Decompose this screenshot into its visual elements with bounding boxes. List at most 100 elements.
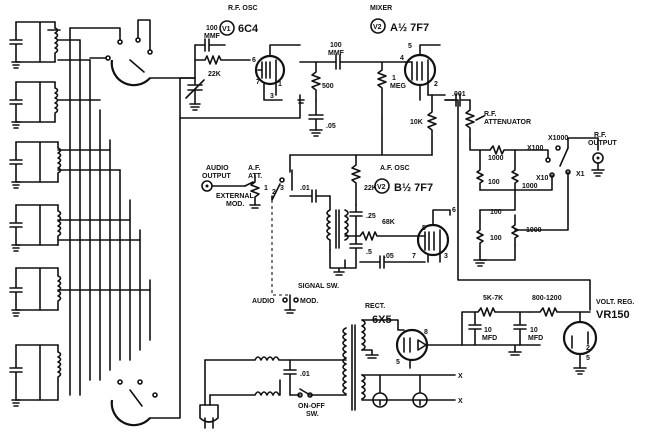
v2a-tag: V2	[373, 24, 382, 31]
rect-pin-5: 5	[396, 359, 400, 366]
v2a-pin-4: 4	[400, 55, 404, 62]
vr-pin-5: 5	[586, 355, 590, 362]
coil-section-6	[9, 344, 62, 407]
af-att-label-1: A.F.	[248, 165, 261, 172]
c100-1-label: 100	[206, 25, 218, 32]
v2b-tag-circle	[374, 178, 390, 194]
audio-pos-label: AUDIO	[252, 298, 275, 305]
band-switch-bottom[interactable]	[110, 117, 181, 427]
v2b-pin-3: 3	[444, 253, 448, 260]
coil-section-5	[9, 267, 62, 317]
r10k-label: 10K	[410, 119, 423, 126]
r500-label: 500	[322, 83, 334, 90]
band-switch-top[interactable]	[69, 19, 196, 87]
v2a-pin-2: 2	[434, 81, 438, 88]
vr-type: VR150	[596, 309, 630, 321]
rf-att-label-2: ATTENUATOR	[484, 119, 531, 126]
r22k-2-label: 22K	[364, 185, 377, 192]
c05-2-label: .05	[384, 253, 394, 260]
signal-sw-label: SIGNAL SW.	[298, 283, 339, 290]
c25-label: .25	[366, 213, 376, 220]
v1-pin-1: 1	[278, 81, 282, 88]
heater-x2-label: X	[458, 398, 463, 405]
external-label-1: EXTERNAL	[216, 193, 254, 200]
coil-bank	[9, 21, 151, 407]
audio-output-label-2: OUTPUT	[202, 173, 232, 180]
v2a-tube-icon	[403, 53, 437, 87]
mod-pos-label: MOD.	[300, 298, 318, 305]
r800-label: 800-1200	[532, 295, 562, 302]
audio-output-section: AUDIO OUTPUT EXTERNAL MOD. A.F. ATT. 1 2…	[201, 154, 331, 296]
mmf-1-label: MMF	[204, 33, 221, 40]
r1meg-2-label: MEG	[390, 83, 407, 90]
onoff-label-2: SW.	[306, 411, 319, 418]
coil-section-1	[9, 21, 61, 69]
c5-label: .5	[366, 249, 372, 256]
v2b-pin-6: 6	[452, 207, 456, 214]
rf-coupling: 100 MMF 500 .05	[299, 42, 406, 137]
voltage-regulator-tube-icon	[562, 320, 598, 356]
heater-x1-label: X	[458, 373, 463, 380]
c10mfd-1-a: 10	[484, 327, 492, 334]
x100-label: X100	[527, 145, 543, 152]
rf-osc-section: R.F. OSC V1 6C4 100 MMF 22K 6 7 1 3	[179, 5, 305, 119]
v2b-pin-7: 7	[412, 253, 416, 260]
v1-pin-7: 7	[256, 79, 260, 86]
external-label-2: MOD.	[226, 201, 244, 208]
v1-tag: V1	[222, 26, 231, 33]
rf-attenuator[interactable]: R.F. ATTENUATOR 1000 100 1000 100 1000 1…	[465, 99, 618, 267]
rf-osc-label: R.F. OSC	[228, 5, 258, 12]
power-supply: RECT. 6X5 8 5 X X 5K-7K 800-1200 10 MFD …	[199, 295, 634, 429]
rectifier-tube-icon	[395, 328, 429, 362]
v2b-pin-5: 5	[422, 225, 426, 232]
x1-label: X1	[576, 171, 585, 178]
x10-label: X10	[536, 175, 549, 182]
v1-pin-6: 6	[252, 57, 256, 64]
pilot-lamp-2-icon	[412, 392, 428, 408]
r68k-label: 68K	[382, 219, 395, 226]
c001-label: .001	[452, 91, 466, 98]
x1000-label: X1000	[548, 135, 568, 142]
sw-pos-3: 3	[280, 185, 284, 192]
v2a-tag-circle	[370, 18, 386, 34]
r1000a-label: 1000	[488, 155, 504, 162]
r1meg-1-label: 1	[392, 75, 396, 82]
r100b-label: 100	[490, 209, 502, 216]
v1-tag-circle	[219, 20, 235, 36]
rect-label: RECT.	[365, 303, 385, 310]
coil-section-3	[9, 141, 62, 189]
coil-section-4	[9, 204, 62, 252]
rf-att-label-1: R.F.	[484, 111, 497, 118]
signal-switch[interactable]: SIGNAL SW. AUDIO MOD.	[252, 283, 339, 314]
c10mfd-2-a: 10	[530, 327, 538, 334]
c10mfd-1-b: MFD	[482, 335, 497, 342]
rf-output-label-1: R.F.	[594, 132, 607, 139]
audio-output-label-1: AUDIO	[206, 165, 229, 172]
af-osc-section: A.F. OSC V2 B½ 7F7 22K .25 68K .5 .05 5 …	[326, 99, 591, 311]
c01-2-label: .01	[300, 371, 310, 378]
mixer-label: MIXER	[370, 5, 392, 12]
pilot-lamp-1-icon	[372, 392, 388, 408]
rect-pin-8: 8	[424, 329, 428, 336]
r100a-label: 100	[488, 179, 500, 186]
onoff-label-1: ON-OFF	[298, 403, 326, 410]
sw-pos-2: 2	[272, 189, 276, 196]
r22k-1-label: 22K	[208, 71, 221, 78]
v1-pin-3: 3	[270, 93, 274, 100]
power-plug-icon[interactable]	[199, 404, 219, 429]
af-osc-label: A.F. OSC	[380, 165, 410, 172]
volt-reg-label: VOLT. REG.	[596, 299, 634, 306]
r100c-label: 100	[490, 235, 502, 242]
r5k7k-label: 5K-7K	[483, 295, 503, 302]
mixer-section: MIXER V2 A½ 7F7 5 4 2 1 MEG 10K .001	[289, 5, 471, 156]
vr-pin-2: 2	[586, 345, 590, 352]
c10mfd-2-b: MFD	[528, 335, 543, 342]
r1000b-label: 1000	[522, 183, 538, 190]
sw-pos-1: 1	[264, 185, 268, 192]
c100-2-label: 100	[330, 42, 342, 49]
v2a-pin-5: 5	[408, 43, 412, 50]
mmf-2-label: MMF	[328, 50, 345, 57]
v2b-type: B½ 7F7	[394, 182, 433, 194]
